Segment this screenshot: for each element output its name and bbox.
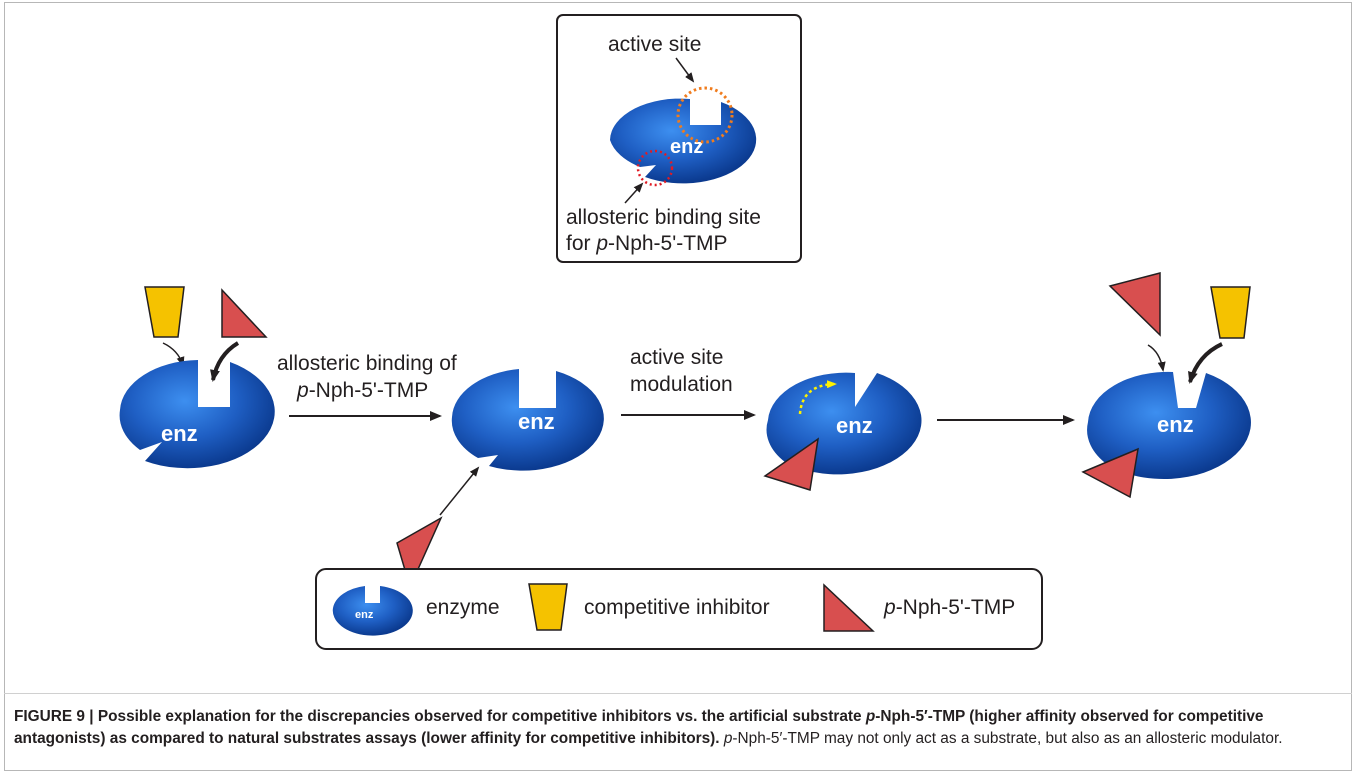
stage4-enzyme-label: enz [1157,412,1194,437]
inset-enzyme-label: enz [670,136,703,158]
modulation-arrow [798,380,837,415]
allosteric-site-label-line1: allosteric binding site [566,206,761,229]
stage1-substrate-arrow [210,341,240,382]
stage1-substrate-triangle [221,288,268,338]
allosteric-site-label-line2: for p-Nph-5'-TMP [566,232,728,255]
caption-bold-italic: p [865,708,876,725]
caption-bold-end: -Nph-5′-TMP (higher affinity observed fo… [14,708,1264,747]
figure-caption: FIGURE 9 | Possible explanation for the … [14,706,1344,750]
stage3-substrate-triangle [763,437,820,491]
legend-inhibitor-icon [528,583,568,631]
stage3: enz [763,372,922,491]
step1-label-line1: allosteric binding of [277,352,457,375]
stage4: enz [1081,272,1251,499]
figure-frame [4,2,1352,771]
active-site-label: active site [608,33,701,56]
stage4-substrate-arrow [1147,344,1166,372]
legend-enzyme-icon: enz [332,586,413,636]
active-site-circle [676,86,734,144]
step2-label-line1: active site [630,346,723,369]
stage2-enzyme: enz [451,369,604,471]
stage1-competitive-inhibitor [144,286,185,338]
stage4-competitive-inhibitor [1210,286,1251,339]
stage2-substrate-arrow [439,466,480,516]
allosteric-site-pointer-arrow [624,182,644,204]
legend-substrate-icon [823,583,875,632]
caption-normal-italic: p [723,730,733,747]
step2: active site modulation [621,346,756,420]
stage2-enzyme-label: enz [518,409,555,434]
stage1-enzyme: enz [119,360,275,469]
stage4-inhibitor-arrow [1188,342,1223,384]
caption-separator [4,693,1352,694]
stage1-enzyme-label: enz [161,421,198,446]
step1: allosteric binding of p-Nph-5'-TMP [277,352,457,421]
legend-enzyme-icon-label: enz [355,609,374,621]
stage4-bound-substrate-triangle [1081,447,1139,499]
active-site-pointer-arrow [675,57,695,83]
caption-bold-start: FIGURE 9 | Possible explanation for the … [14,708,866,725]
caption-normal-rest: -Nph-5′-TMP may not only act as a substr… [732,730,1283,747]
diagram: active site enz allosteric binding site … [119,14,1251,650]
stage4-substrate-triangle [1108,272,1161,337]
legend-substrate-label: p-Nph-5'-TMP [883,596,1015,619]
legend-inhibitor-label: competitive inhibitor [584,596,770,619]
stage1: enz [119,286,275,469]
step2-label-line2: modulation [630,373,733,396]
step1-label-line2: p-Nph-5'-TMP [296,379,428,402]
stage4-enzyme: enz [1087,371,1251,480]
allosteric-site-circle [636,149,674,187]
stage3-enzyme-label: enz [836,413,873,438]
inset-panel: active site enz allosteric binding site … [556,14,802,263]
legend: enz enzyme competitive inhibitor p-Nph-5… [315,568,1043,650]
legend-enzyme-label: enzyme [426,596,500,619]
